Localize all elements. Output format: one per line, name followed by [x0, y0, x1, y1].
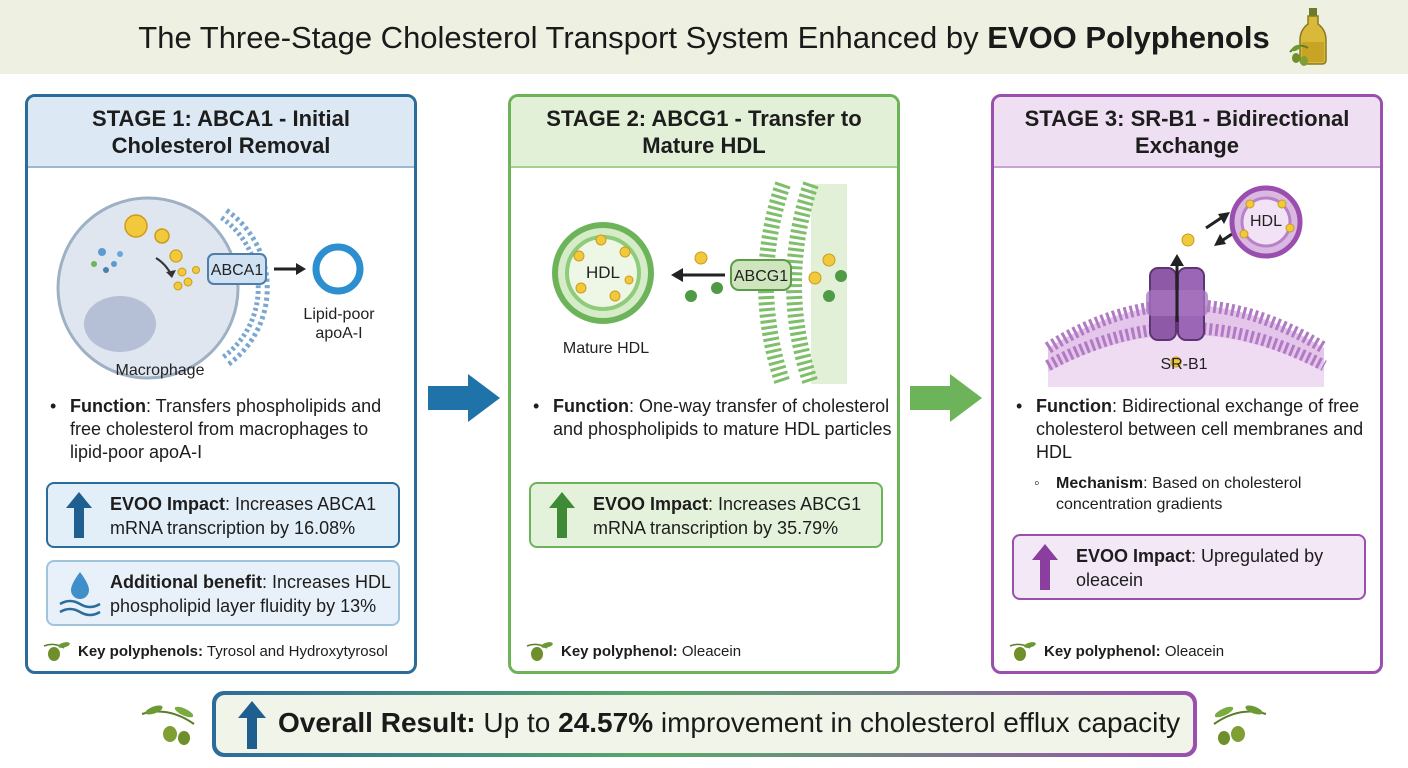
stage-2-to-3-arrow: [910, 374, 982, 422]
abca1-illustration: [56, 196, 364, 380]
mature-hdl-label: Mature HDL: [562, 340, 650, 357]
stage-2-title: STAGE 2: ABCG1 - Transfer to Mature HDL: [511, 97, 897, 168]
up-arrow-icon: [1032, 544, 1058, 590]
abcg1-illustration: [552, 181, 847, 387]
hdl-label: HDL: [1249, 213, 1282, 230]
stage-1-impact-box: EVOO Impact: Increases ABCA1 mRNA transc…: [46, 482, 400, 548]
page-title: The Three-Stage Cholesterol Transport Sy…: [0, 18, 1408, 58]
olive-oil-bottle-icon: [1289, 8, 1327, 66]
stage-2-impact-box: EVOO Impact: Increases ABCG1 mRNA transc…: [529, 482, 883, 548]
stage-1-panel: STAGE 1: ABCA1 - Initial Cholesterol Rem…: [25, 94, 417, 674]
up-arrow-icon: [549, 492, 575, 538]
stage-3-panel: STAGE 3: SR-B1 - Bidirectional Exchange …: [991, 94, 1383, 674]
macrophage-label: Macrophage: [115, 362, 205, 379]
overall-result-text: Overall Result: Up to 24.57% improvement…: [278, 707, 1181, 738]
apoa1-label: Lipid-poor apoA-I: [303, 306, 375, 342]
stage-3-impact-box: EVOO Impact: Upregulated by oleacein: [1012, 534, 1366, 600]
up-arrow-icon: [66, 492, 92, 538]
stage-3-title: STAGE 3: SR-B1 - Bidirectional Exchange: [994, 97, 1380, 168]
overall-result-banner: Overall Result: Up to 24.57% improvement…: [212, 691, 1197, 757]
olive-icon: [43, 642, 70, 661]
title-prefix: The Three-Stage Cholesterol Transport Sy…: [138, 20, 988, 55]
header-band: [0, 0, 1408, 74]
abcg1-label: ABCG1: [733, 268, 789, 285]
olive-icon: [526, 642, 553, 661]
olive-icon: [1009, 642, 1036, 661]
stage-2-panel: STAGE 2: ABCG1 - Transfer to Mature HDL …: [508, 94, 900, 674]
srb1-illustration: [1044, 185, 1328, 387]
hdl-label: HDL: [585, 263, 620, 282]
stage-1-title: STAGE 1: ABCA1 - Initial Cholesterol Rem…: [28, 97, 414, 168]
srb1-label: SR-B1: [1160, 356, 1208, 373]
olive-branch-icon: [1213, 705, 1267, 745]
stage-1-benefit-box: Additional benefit: Increases HDL phosph…: [46, 560, 400, 626]
up-arrow-icon: [238, 701, 266, 749]
abca1-label: ABCA1: [210, 262, 264, 279]
stage-1-to-2-arrow: [428, 374, 500, 422]
title-emphasis: EVOO Polyphenols: [987, 20, 1270, 55]
olive-branch-icon: [141, 705, 195, 745]
water-drop-icon: [59, 572, 101, 617]
